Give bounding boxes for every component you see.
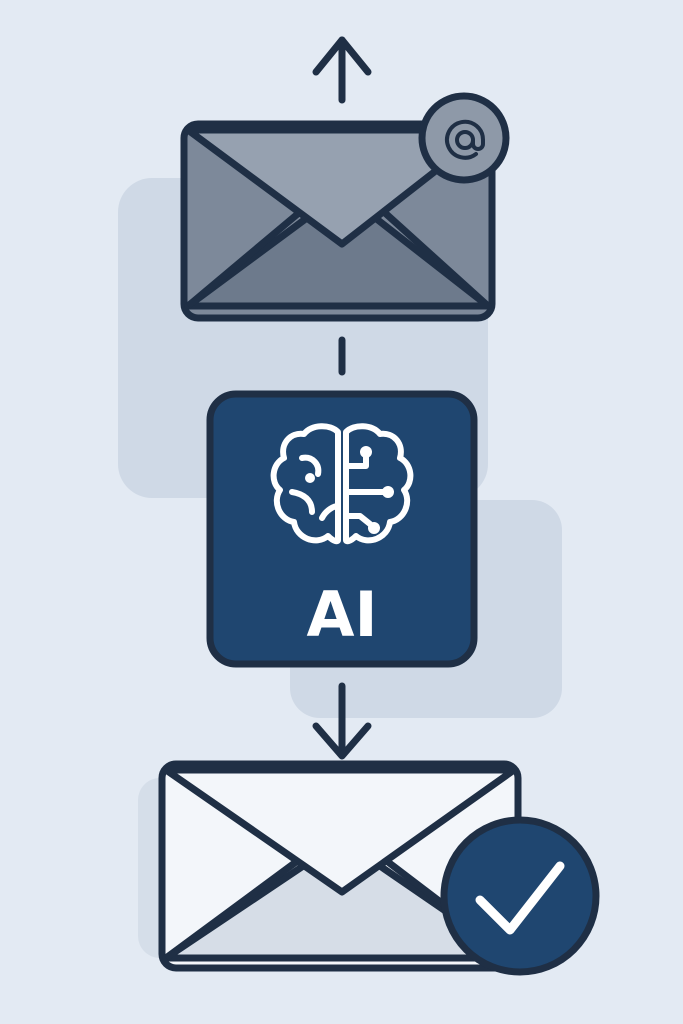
- envelope-icon-incoming: [180, 120, 496, 322]
- brain-circuit-icon: [270, 423, 414, 545]
- brain-circuit-nodes: [305, 446, 394, 534]
- check-circle-icon: [440, 816, 600, 976]
- ai-label: AI: [306, 578, 377, 651]
- arrow-down-icon: [312, 682, 372, 760]
- at-sign-icon: [418, 92, 510, 184]
- arrow-up-icon: [312, 36, 372, 104]
- envelope-icon-outgoing: [158, 760, 522, 972]
